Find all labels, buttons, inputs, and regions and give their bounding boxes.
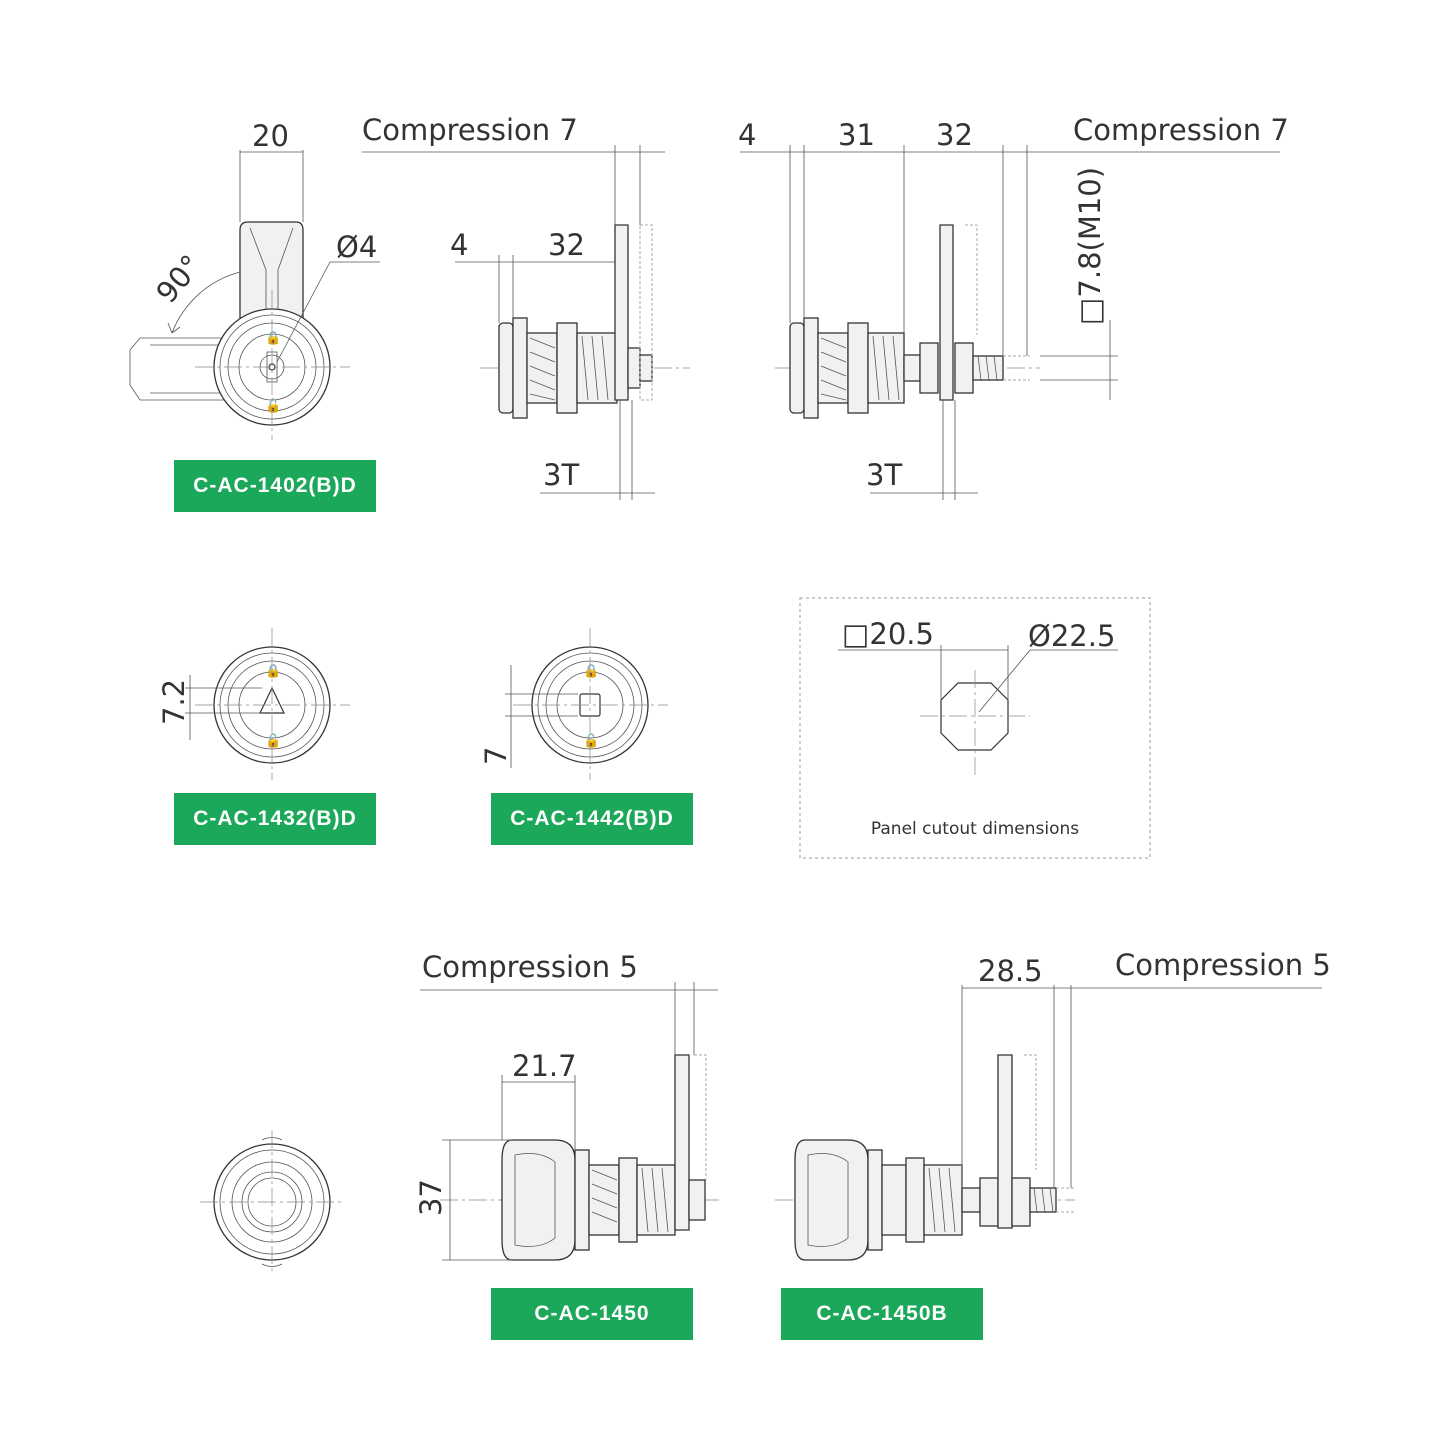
front-view-1442: 🔒 🔓 [505, 628, 668, 780]
dim-20: 20 [252, 119, 289, 153]
dim-32-a: 32 [548, 228, 585, 262]
dim-7: 7 [479, 747, 513, 765]
front-view-1402: 🔒 🔓 [129, 150, 380, 440]
svg-text:🔒: 🔒 [265, 664, 281, 679]
svg-text:🔓: 🔓 [583, 733, 599, 749]
model-label-1442: C-AC-1442(B)D [491, 793, 693, 845]
model-label-1432: C-AC-1432(B)D [174, 793, 376, 845]
side-view-1402 [362, 145, 690, 500]
svg-text:🔒: 🔒 [265, 331, 281, 346]
dim-compression-5-a: Compression 5 [422, 950, 638, 984]
dim-7-2: 7.2 [157, 679, 191, 725]
dim-cutout-diameter: Ø22.5 [1028, 619, 1115, 653]
dim-m10: □7.8(M10) [1073, 167, 1107, 325]
svg-text:🔓: 🔓 [265, 733, 281, 749]
dim-32-b: 32 [936, 118, 973, 152]
front-view-1450 [200, 1130, 345, 1275]
dim-4-b: 4 [738, 118, 756, 152]
side-view-1402b [740, 145, 1280, 500]
dim-3t-a: 3T [543, 458, 579, 492]
dim-37: 37 [414, 1179, 448, 1216]
dim-3t-b: 3T [866, 458, 902, 492]
dim-compression-7-b: Compression 7 [1073, 113, 1289, 147]
svg-text:🔓: 🔓 [265, 398, 281, 414]
dim-dia-4: Ø4 [336, 230, 377, 264]
side-view-1450b [775, 985, 1322, 1261]
dim-4-a: 4 [450, 228, 468, 262]
svg-text:🔒: 🔒 [583, 664, 599, 679]
dim-compression-7-a: Compression 7 [362, 113, 578, 147]
dim-21-7: 21.7 [512, 1049, 577, 1083]
panel-cutout-caption: Panel cutout dimensions [871, 819, 1079, 839]
model-label-1450b: C-AC-1450B [781, 1288, 983, 1340]
model-label-1402: C-AC-1402(B)D [174, 460, 376, 512]
dim-cutout-square: □20.5 [842, 617, 934, 651]
panel-cutout [799, 597, 1151, 859]
side-view-1450 [420, 982, 720, 1261]
dim-angle-90: 90° [149, 248, 208, 309]
dim-31: 31 [838, 118, 875, 152]
front-view-1432: 🔒 🔓 [185, 628, 350, 780]
dim-compression-5-b: Compression 5 [1115, 948, 1331, 982]
model-label-1450: C-AC-1450 [491, 1288, 693, 1340]
dim-28-5: 28.5 [978, 954, 1043, 988]
